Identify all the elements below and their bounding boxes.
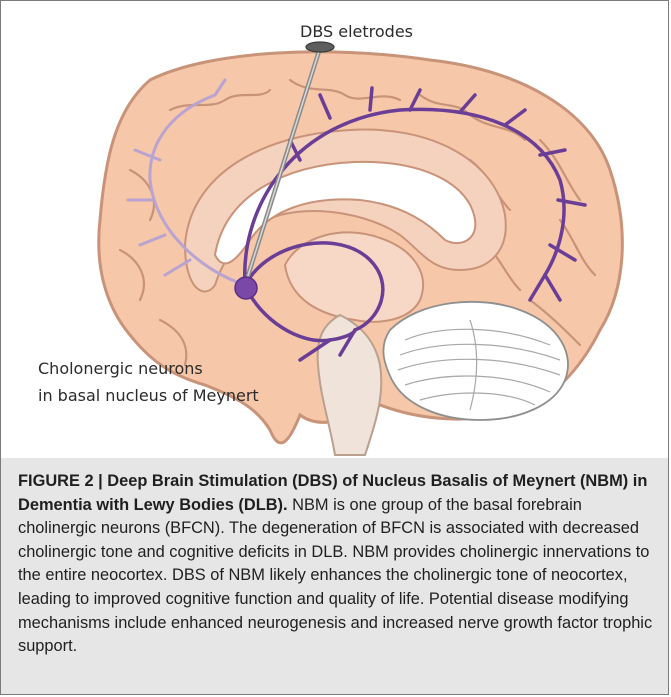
electrode-label: DBS eletrodes bbox=[300, 22, 413, 41]
neurons-label-line1: Cholonergic neurons bbox=[38, 359, 203, 378]
caption-body: NBM is one group of the basal forebrain … bbox=[18, 496, 652, 656]
figure-caption: FIGURE 2 | Deep Brain Stimulation (DBS) … bbox=[18, 470, 658, 659]
nbm-nucleus bbox=[235, 277, 257, 299]
neurons-label-line2: in basal nucleus of Meynert bbox=[38, 386, 259, 405]
brain-illustration: DBS eletrodes Cholonergic neurons in bas… bbox=[0, 0, 671, 458]
electrode-head bbox=[306, 42, 334, 52]
